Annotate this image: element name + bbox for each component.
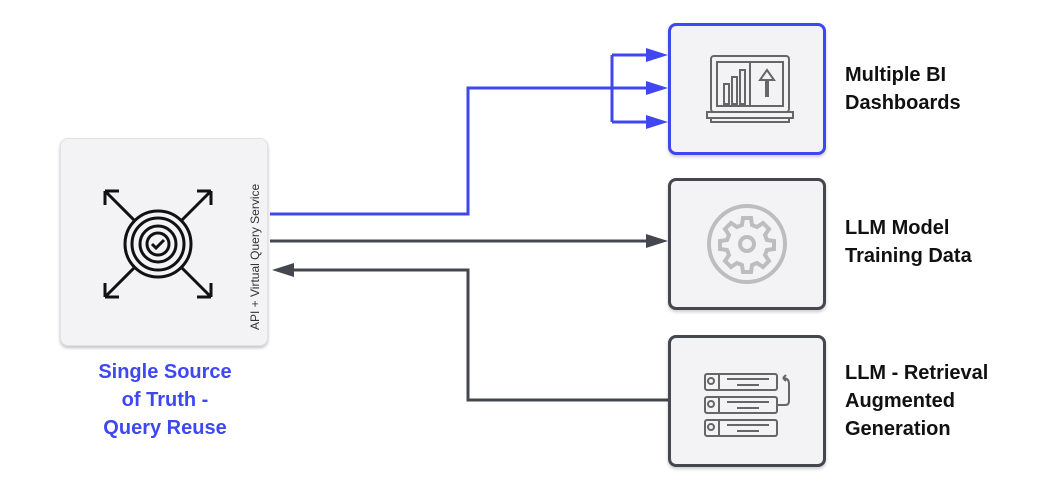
bi-dashboards-node (668, 23, 826, 155)
label-line: LLM Model (845, 217, 950, 239)
label-line: Generation (845, 418, 951, 440)
training-data-label: LLM Model Training Data (845, 214, 972, 270)
label-line: LLM - Retrieval (845, 362, 989, 384)
search-list-icon (704, 373, 790, 437)
label-line: Augmented (845, 390, 955, 412)
source-label: Single Source of Truth - Query Reuse (60, 358, 270, 442)
source-label-line: of Truth - (121, 389, 209, 411)
training-data-node (668, 178, 826, 310)
source-node (60, 138, 268, 346)
rag-arrowhead (272, 263, 294, 277)
rag-label: LLM - Retrieval Augmented Generation (845, 359, 988, 443)
source-label-line: Query Reuse (103, 417, 227, 439)
training-arrowhead (646, 234, 668, 248)
api-service-label: API + Virtual Query Service (248, 183, 262, 330)
blue-arrowheads (646, 48, 668, 129)
laptop-chart-icon (706, 55, 794, 123)
blue-connector (270, 53, 650, 216)
rag-connector (290, 268, 668, 402)
label-line: Training Data (845, 245, 972, 267)
gear-icon (707, 204, 787, 284)
rag-node (668, 335, 826, 467)
bi-dashboards-label: Multiple BI Dashboards (845, 61, 961, 117)
source-label-line: Single Source (98, 361, 232, 383)
distribution-check-icon (103, 189, 213, 299)
label-line: Dashboards (845, 92, 961, 114)
label-line: Multiple BI (845, 64, 947, 86)
